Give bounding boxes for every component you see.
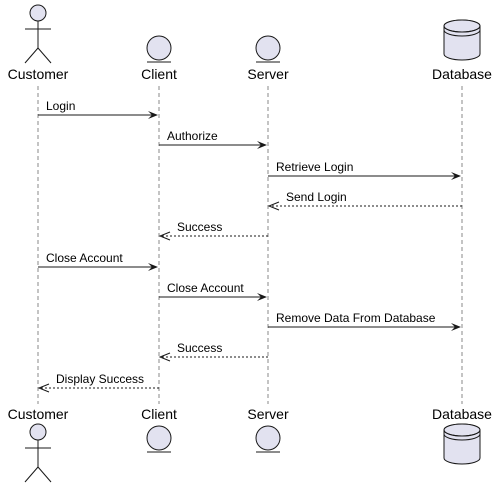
message-3: Retrieve Login [268,160,461,180]
message-label: Retrieve Login [276,160,353,174]
participant-label: Customer [8,406,69,422]
arrow-head [257,141,267,149]
database-icon [443,423,481,465]
message-10: Display Success [37,372,159,393]
customer-participant-top: Customer [8,4,69,82]
database-participant-bottom: Database [432,406,492,465]
open-arrow-head [267,201,280,211]
entity-icon [255,425,281,453]
participants-bottom: Customer Client Server Database [8,406,492,483]
message-label: Send Login [286,190,347,204]
arrow-head [451,323,461,331]
participant-label: Server [247,406,289,422]
message-label: Close Account [46,251,123,265]
arrow-head [148,111,158,119]
participant-label: Server [247,66,289,82]
entity-icon [146,35,172,63]
entity-icon [255,35,281,63]
arrow-head [257,293,267,301]
arrow-head [148,263,158,271]
database-icon [443,19,481,61]
message-9: Success [158,341,268,362]
server-participant-bottom: Server [247,406,289,453]
open-arrow-head [158,231,171,241]
database-participant-top: Database [432,19,492,82]
message-1: Login [38,99,158,119]
message-4: Send Login [267,190,462,211]
message-label: Display Success [56,372,144,386]
participant-label: Database [432,66,492,82]
customer-participant-bottom: Customer [8,406,69,483]
message-label: Success [177,341,222,355]
participant-label: Client [141,406,177,422]
client-participant-top: Client [141,35,177,82]
participant-label: Database [432,406,492,422]
message-8: Remove Data From Database [268,311,461,331]
participants-top: Customer Client Server Database [8,4,492,82]
message-label: Login [46,99,75,113]
message-2: Authorize [159,129,267,149]
message-5: Success [158,220,268,241]
message-7: Close Account [159,281,267,301]
message-label: Authorize [167,129,218,143]
message-6: Close Account [38,251,158,271]
actor-icon [24,423,52,483]
message-label: Close Account [167,281,244,295]
actor-icon [24,4,52,64]
message-label: Remove Data From Database [276,311,436,325]
arrow-head [451,172,461,180]
open-arrow-head [37,383,50,393]
server-participant-top: Server [247,35,289,82]
message-label: Success [177,220,222,234]
client-participant-bottom: Client [141,406,177,453]
participant-label: Customer [8,66,69,82]
entity-icon [146,425,172,453]
lifelines [37,86,463,404]
open-arrow-head [158,352,171,362]
participant-label: Client [141,66,177,82]
